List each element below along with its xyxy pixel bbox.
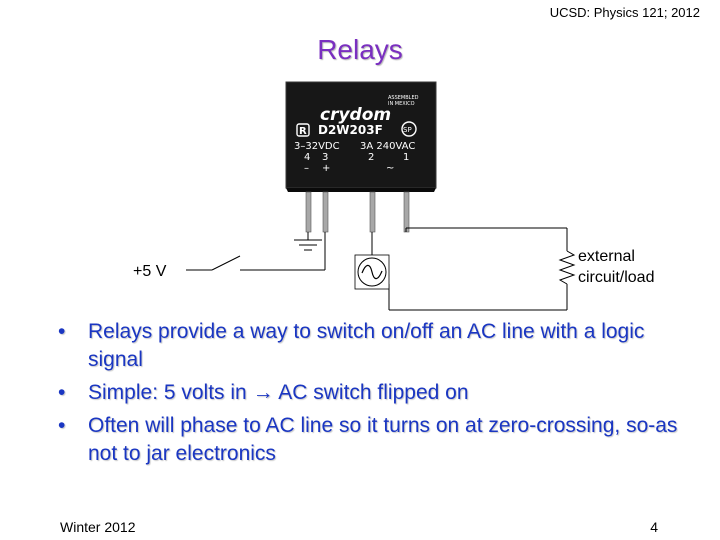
relay-output-spec: 3A 240VAC bbox=[360, 141, 415, 152]
bullet-text: Simple: 5 volts in → AC switch flipped o… bbox=[88, 381, 469, 404]
load-label-line2: circuit/load bbox=[578, 269, 655, 286]
bullet-list: • Relays provide a way to switch on/off a… bbox=[58, 318, 678, 473]
bullet-text: Relays provide a way to switch on/off an… bbox=[88, 320, 645, 371]
relay-lead-4 bbox=[305, 191, 312, 233]
bullet-marker: • bbox=[58, 414, 66, 437]
relay-lead-3 bbox=[322, 191, 329, 233]
bullet-item: • Simple: 5 volts in → AC switch flipped … bbox=[58, 379, 678, 407]
relay-assembled-1: ASSEMBLED bbox=[388, 95, 419, 101]
relay-model: D2W203F bbox=[318, 123, 383, 137]
relay-lead-2 bbox=[369, 191, 376, 233]
load-label-line1: external bbox=[578, 248, 635, 265]
ac-source-icon bbox=[354, 254, 390, 290]
circuit-wires bbox=[186, 227, 576, 311]
page-number: 4 bbox=[650, 519, 658, 535]
course-header: UCSD: Physics 121; 2012 bbox=[549, 5, 700, 20]
relay-pin-2: 2 bbox=[368, 152, 374, 163]
relay-assembled-2: IN MEXICO bbox=[388, 101, 415, 107]
relay-pin-minus: – bbox=[304, 163, 309, 174]
relay-brand: crydom bbox=[320, 105, 391, 125]
bullet-item: • Often will phase to AC line so it turns… bbox=[58, 412, 678, 468]
slide-title: Relays bbox=[317, 34, 403, 65]
relay-lead-1 bbox=[403, 191, 410, 233]
csa-mark-icon bbox=[401, 121, 417, 137]
relay-input-spec: 3–32VDC bbox=[294, 141, 340, 152]
footer-term: Winter 2012 bbox=[60, 519, 136, 535]
relay-photo: crydom ASSEMBLED IN MEXICO R D2W203F SP … bbox=[285, 81, 437, 233]
voltage-label: +5 V bbox=[133, 263, 167, 280]
csa-mark-text: SP bbox=[403, 126, 412, 134]
bullet-marker: • bbox=[58, 381, 66, 404]
relay-pin-4: 4 bbox=[304, 152, 310, 163]
relay-pin-tilde: ~ bbox=[386, 163, 394, 174]
ul-mark-icon bbox=[296, 123, 310, 137]
bullet-text: Often will phase to AC line so it turns … bbox=[88, 414, 678, 465]
relay-pin-1: 1 bbox=[403, 152, 409, 163]
bullet-item: • Relays provide a way to switch on/off a… bbox=[58, 318, 678, 374]
relay-pin-3: 3 bbox=[322, 152, 328, 163]
ul-mark-text: R bbox=[299, 126, 307, 137]
bullet-marker: • bbox=[58, 320, 66, 343]
relay-pin-plus: + bbox=[322, 163, 330, 174]
